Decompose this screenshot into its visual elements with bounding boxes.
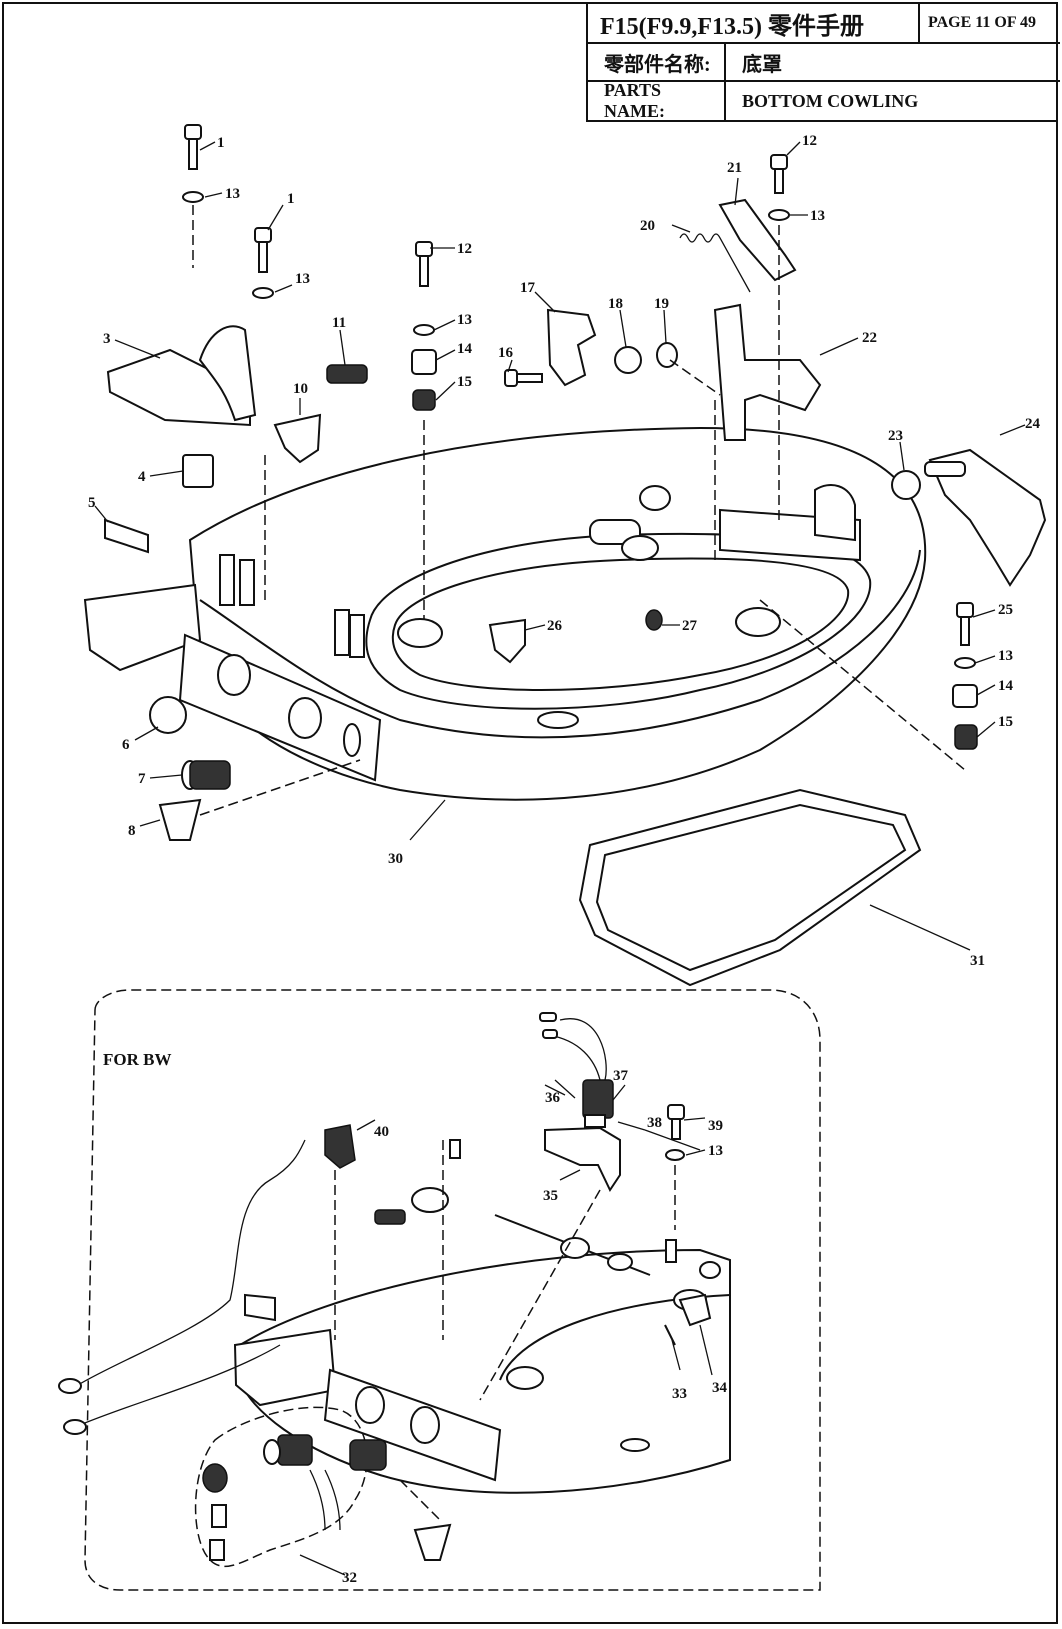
bushing-18 [614,346,642,374]
callout-16: 16 [498,345,514,361]
callout-26: 26 [547,618,563,634]
callout-4: 4 [138,469,146,485]
bolt-12-center [415,241,433,287]
callout-13b: 13 [295,271,310,287]
callout-12b: 12 [802,133,817,149]
washer-13-top [182,191,204,203]
part-name-value-cn: 底罩 [726,44,1060,82]
washer-13-second [252,287,274,299]
callout-13e: 13 [998,648,1013,664]
part-name-label-en: PARTS NAME: [588,80,726,121]
callout-36: 36 [545,1090,561,1106]
cowling-side-panel [83,554,382,782]
callout-7: 7 [138,771,146,787]
washer-13-lower-right [954,657,976,669]
bottom-cowling-body [188,426,927,801]
spring-20 [679,233,751,293]
bracket-22 [713,303,822,441]
screw-27 [645,609,663,631]
title-block: F15(F9.9,F13.5) 零件手册 PAGE 11 OF 49 零部件名称… [586,4,1060,122]
clip-8 [158,798,202,841]
callout-27: 27 [682,618,698,634]
cowling-seal-ring [578,788,922,987]
bolt-1-top [184,124,202,170]
callout-39: 39 [708,1118,723,1134]
for-bw-label: FOR BW [103,1050,171,1069]
callout-10: 10 [293,381,308,397]
callout-19: 19 [654,296,669,312]
handle-24 [924,448,1047,587]
callout-21: 21 [727,160,742,176]
bracket-10 [273,413,322,464]
callout-25: 25 [998,602,1013,618]
callout-34: 34 [712,1380,728,1396]
for-bw-inset: FOR BW [58,989,821,1591]
grommet-15-center [412,389,436,411]
callout-37: 37 [613,1068,629,1084]
callout-8: 8 [128,823,136,839]
bushing-23 [891,470,921,500]
main-callouts: 1 13 1 13 3 4 5 6 7 8 10 11 12 13 14 15 … [88,133,1041,969]
callout-13a: 13 [225,186,240,202]
callout-6: 6 [122,737,130,753]
plug-6 [149,696,187,734]
callout-13d: 13 [810,208,825,224]
grommet-7 [181,760,231,790]
collar-14-lower-right [952,684,978,708]
callout-13f: 13 [708,1143,723,1159]
bolt-16 [504,369,543,387]
callout-11: 11 [332,315,346,331]
callout-30: 30 [388,851,403,867]
callout-17: 17 [520,280,536,296]
collar-14-center [411,349,437,375]
pad-11 [326,364,368,384]
callout-23: 23 [888,428,903,444]
washer-13-center [413,324,435,336]
callout-38: 38 [647,1115,662,1131]
callout-14b: 14 [998,678,1014,694]
lever-17 [546,308,597,387]
bolt-1-second [254,227,272,273]
callout-22: 22 [862,330,877,346]
document-title: F15(F9.9,F13.5) 零件手册 [588,4,920,44]
block-4 [182,454,214,488]
callout-40: 40 [374,1124,389,1140]
callout-12a: 12 [457,241,472,257]
callout-31: 31 [970,953,985,969]
inset-callouts: 32 33 34 35 36 37 38 39 13 40 [342,1068,728,1586]
callout-15b: 15 [998,714,1013,730]
callout-1a: 1 [217,135,225,151]
callout-33: 33 [672,1386,687,1402]
grommet-26 [488,618,526,664]
callout-14a: 14 [457,341,473,357]
callout-18: 18 [608,296,623,312]
bolt-12-right [770,154,788,194]
callout-5: 5 [88,495,96,511]
callout-24: 24 [1025,416,1041,432]
cover-plate-3 [106,325,257,427]
bracket-21 [718,198,797,282]
callout-35: 35 [543,1188,558,1204]
callout-1b: 1 [287,191,295,207]
washer-13-right [768,209,790,221]
callout-32: 32 [342,1570,357,1586]
callout-15a: 15 [457,374,472,390]
callout-3: 3 [103,331,111,347]
bolt-25 [956,602,974,646]
callout-20: 20 [640,218,655,234]
page-number: PAGE 11 OF 49 [920,4,1060,44]
grommet-15-lower-right [954,724,978,750]
part-name-label-cn: 零部件名称: [588,44,726,82]
main-leader-lines [94,141,1026,951]
part-name-value-en: BOTTOM COWLING [742,90,919,111]
pad-5 [104,518,149,554]
callout-13c: 13 [457,312,472,328]
